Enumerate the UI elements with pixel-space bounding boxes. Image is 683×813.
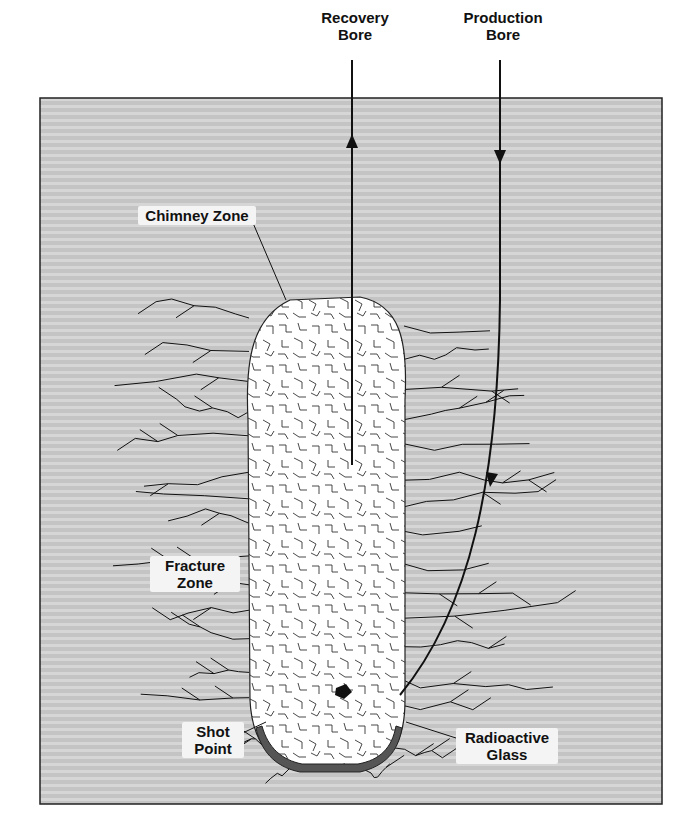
- fracture-line: [201, 378, 219, 390]
- fracture-line: [488, 636, 506, 648]
- fracture-line: [453, 672, 471, 684]
- part-label: Radioactive Glass: [456, 728, 558, 764]
- fracture-line: [513, 593, 531, 605]
- fracture-line: [450, 690, 468, 702]
- fracture-line: [170, 608, 249, 620]
- fracture-line: [404, 326, 490, 333]
- fracture-line: [404, 348, 489, 360]
- fracture-line: [432, 739, 450, 751]
- fracture-line: [144, 472, 249, 486]
- fracture-line: [196, 662, 214, 674]
- fracture-line: [189, 624, 249, 639]
- arrowhead: [494, 150, 506, 164]
- fracture-line: [201, 513, 219, 525]
- fracture-line: [138, 302, 156, 314]
- shot-point: [335, 684, 352, 699]
- fracture-line: [160, 423, 178, 435]
- arrowhead: [346, 134, 358, 148]
- fracture-line: [404, 492, 538, 507]
- production-bore: [400, 60, 500, 695]
- fracture-line: [136, 492, 249, 499]
- fracture-line: [141, 694, 249, 700]
- fracture-line: [163, 343, 249, 352]
- fracture-line: [115, 374, 249, 386]
- fracture-line: [529, 480, 547, 492]
- part-label: Shot Point: [182, 722, 244, 758]
- fracture-line: [404, 395, 524, 419]
- fracture-line: [558, 591, 576, 603]
- fracture-line: [266, 768, 291, 783]
- fracture-line: [135, 433, 249, 441]
- fracture-line: [478, 582, 496, 594]
- part-label: Recovery Bore: [312, 8, 398, 44]
- fracture-line: [404, 387, 518, 391]
- fracture-line: [404, 472, 554, 483]
- fracture-line: [215, 686, 233, 698]
- fracture-line: [211, 658, 229, 670]
- fracture-line: [145, 343, 163, 355]
- fracture-line: [404, 641, 505, 649]
- leader-line: [406, 722, 456, 738]
- part-label: Chimney Zone: [138, 206, 256, 225]
- fracture-line: [195, 396, 213, 408]
- fracture-line: [455, 616, 473, 628]
- fracture-line: [176, 306, 194, 318]
- part-label: Production Bore: [450, 8, 556, 44]
- fracture-line: [193, 351, 211, 363]
- part-label: Fracture Zone: [150, 556, 240, 592]
- fracture-line: [442, 375, 460, 387]
- chimney-zone: [247, 297, 405, 770]
- fracture-line: [117, 438, 135, 450]
- fracture-line: [404, 680, 553, 689]
- arrowhead: [486, 472, 498, 487]
- fracture-line: [404, 444, 530, 451]
- fracture-line: [473, 698, 491, 710]
- fracture-line: [404, 603, 558, 619]
- fracture-line: [171, 612, 189, 624]
- fracture-line: [404, 526, 482, 535]
- fracture-line: [416, 744, 434, 756]
- radioactive-glass: [256, 726, 402, 772]
- fracture-line: [152, 608, 170, 620]
- fracture-line: [404, 563, 489, 570]
- leader-line: [250, 216, 286, 300]
- fracture-line: [190, 670, 250, 677]
- fracture-line: [404, 593, 513, 594]
- fracture-line: [538, 480, 556, 492]
- fracture-line: [156, 299, 249, 318]
- fracture-line: [168, 509, 249, 523]
- fracture-line: [404, 702, 473, 710]
- recovery-bore: [351, 60, 353, 465]
- fracture-line: [159, 387, 177, 399]
- fracture-line: [483, 492, 501, 504]
- fracture-line: [177, 399, 249, 417]
